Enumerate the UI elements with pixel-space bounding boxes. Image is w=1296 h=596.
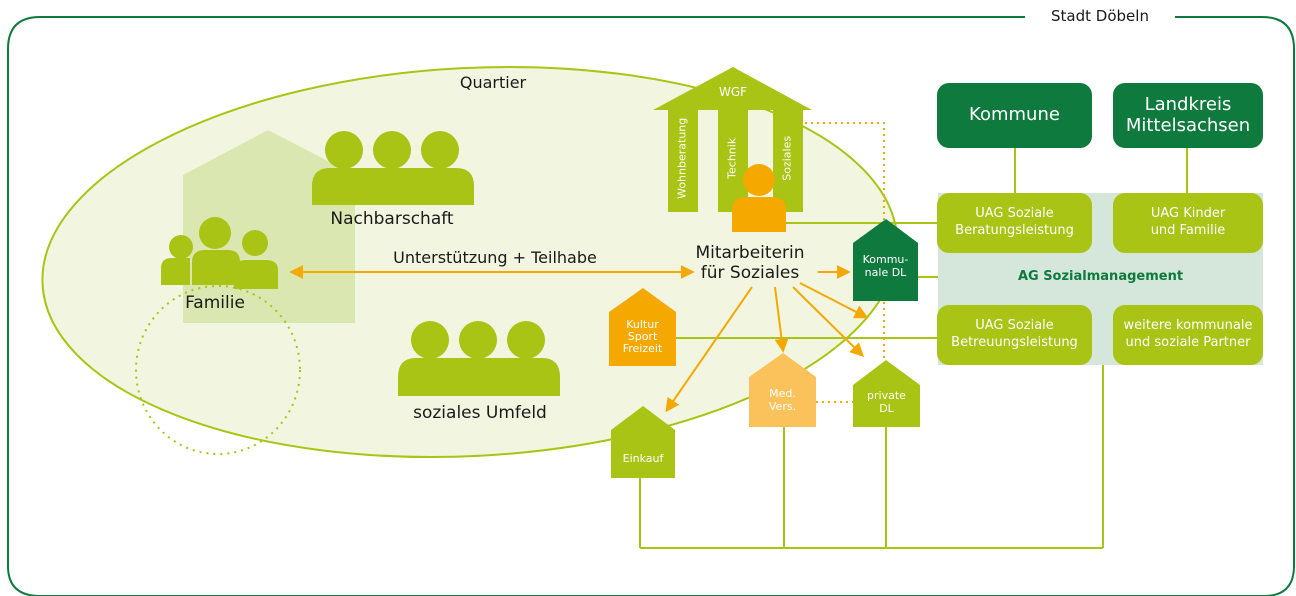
nachbarschaft-label: Nachbarschaft: [330, 209, 454, 229]
uag-betreuung-line1: UAG Soziale: [975, 318, 1054, 334]
private-dl-line2: DL: [879, 401, 894, 415]
weitere-partner-line1: weitere kommunale: [1123, 318, 1253, 334]
kommune-box: Kommune: [937, 83, 1092, 148]
uag-kinder-label: UAG Kinder und Familie: [1151, 206, 1226, 240]
kultur-house: [609, 288, 676, 366]
uag-kinder-box: UAG Kinder und Familie: [1113, 193, 1263, 253]
ag-title: AG Sozialmanagement: [1017, 269, 1184, 284]
frame-title: Stadt Döbeln: [1051, 7, 1149, 25]
weitere-partner-line2: und soziale Partner: [1125, 335, 1251, 350]
uag-beratung-line2: Beratungsleistung: [955, 223, 1074, 238]
familie-label: Familie: [185, 293, 245, 313]
uag-betreuung-label: UAG Soziale Betreuungsleistung: [951, 318, 1078, 352]
wgf-building: [653, 67, 812, 212]
med-vers-line1: Med.: [769, 387, 796, 400]
wgf-pillar-wohnberatung: Wohnberatung: [675, 117, 689, 199]
quartier-label: Quartier: [459, 73, 527, 92]
soziales-umfeld-people-icon: [398, 321, 560, 396]
connector-lines: [639, 148, 1188, 549]
wgf-title: WGF: [718, 85, 748, 99]
kultur-line3: Freizeit: [622, 342, 663, 356]
uag-beratung-line1: UAG Soziale: [975, 206, 1054, 222]
private-dl-house: [853, 360, 920, 427]
weitere-partner-label: weitere kommunale und soziale Partner: [1124, 318, 1253, 352]
worker-label-line1: Mitarbeiterin: [695, 243, 805, 263]
kommunale-dl-line1: Kommu-: [862, 253, 909, 266]
landkreis-box: Landkreis Mittelsachsen: [1113, 83, 1263, 148]
kultur-line2: Sport: [627, 330, 658, 344]
worker-label-line2: für Soziales: [700, 262, 800, 283]
wgf-pillar-soziales: Soziales: [780, 135, 794, 181]
familie-people-icon: [161, 217, 278, 289]
med-vers-line2: Vers.: [768, 399, 797, 413]
uag-kinder-line1: UAG Kinder: [1150, 206, 1226, 222]
uag-betreuung-line2: Betreuungsleistung: [951, 335, 1078, 350]
kommunale-dl-line2: nale DL: [864, 265, 907, 279]
frame-border: [7, 16, 1295, 596]
uag-beratung-label: UAG Soziale Beratungsleistung: [955, 206, 1074, 240]
familie-dotted-circle: [135, 285, 301, 455]
med-vers-house: [749, 353, 816, 427]
private-dl-label: private DL: [853, 389, 920, 415]
worker-icon: [732, 164, 786, 232]
kultur-label: Kultur Sport Freizeit: [609, 318, 676, 356]
landkreis-line2: Mittelsachsen: [1125, 114, 1251, 136]
einkauf-house: [611, 406, 675, 478]
nachbarschaft-people-icon: [312, 131, 474, 205]
private-dl-line1: private: [867, 389, 906, 402]
worker-label: Mitarbeiterin für Soziales: [680, 243, 820, 283]
uag-beratung-box: UAG Soziale Beratungsleistung: [937, 193, 1092, 253]
kommunale-dl-label: Kommu- nale DL: [853, 253, 918, 279]
uag-betreuung-box: UAG Soziale Betreuungsleistung: [937, 305, 1092, 365]
weitere-partner-box: weitere kommunale und soziale Partner: [1113, 305, 1263, 365]
orange-arrows: [289, 265, 869, 413]
uag-kinder-line2: und Familie: [1150, 223, 1226, 238]
einkauf-label: Einkauf: [622, 452, 664, 465]
landkreis-line1: Landkreis: [1144, 93, 1232, 115]
kommune-label: Kommune: [969, 104, 1060, 126]
landkreis-label: Landkreis Mittelsachsen: [1125, 93, 1251, 136]
kultur-line1: Kultur: [626, 318, 659, 331]
kommunale-dl-house: [853, 219, 918, 301]
med-vers-label: Med. Vers.: [749, 387, 816, 413]
soziales-umfeld-label: soziales Umfeld: [413, 403, 547, 423]
wgf-pillar-technik: Technik: [725, 137, 739, 179]
dotted-connectors: [805, 122, 885, 403]
support-arrow-label: Unterstützung + Teilhabe: [393, 248, 597, 267]
